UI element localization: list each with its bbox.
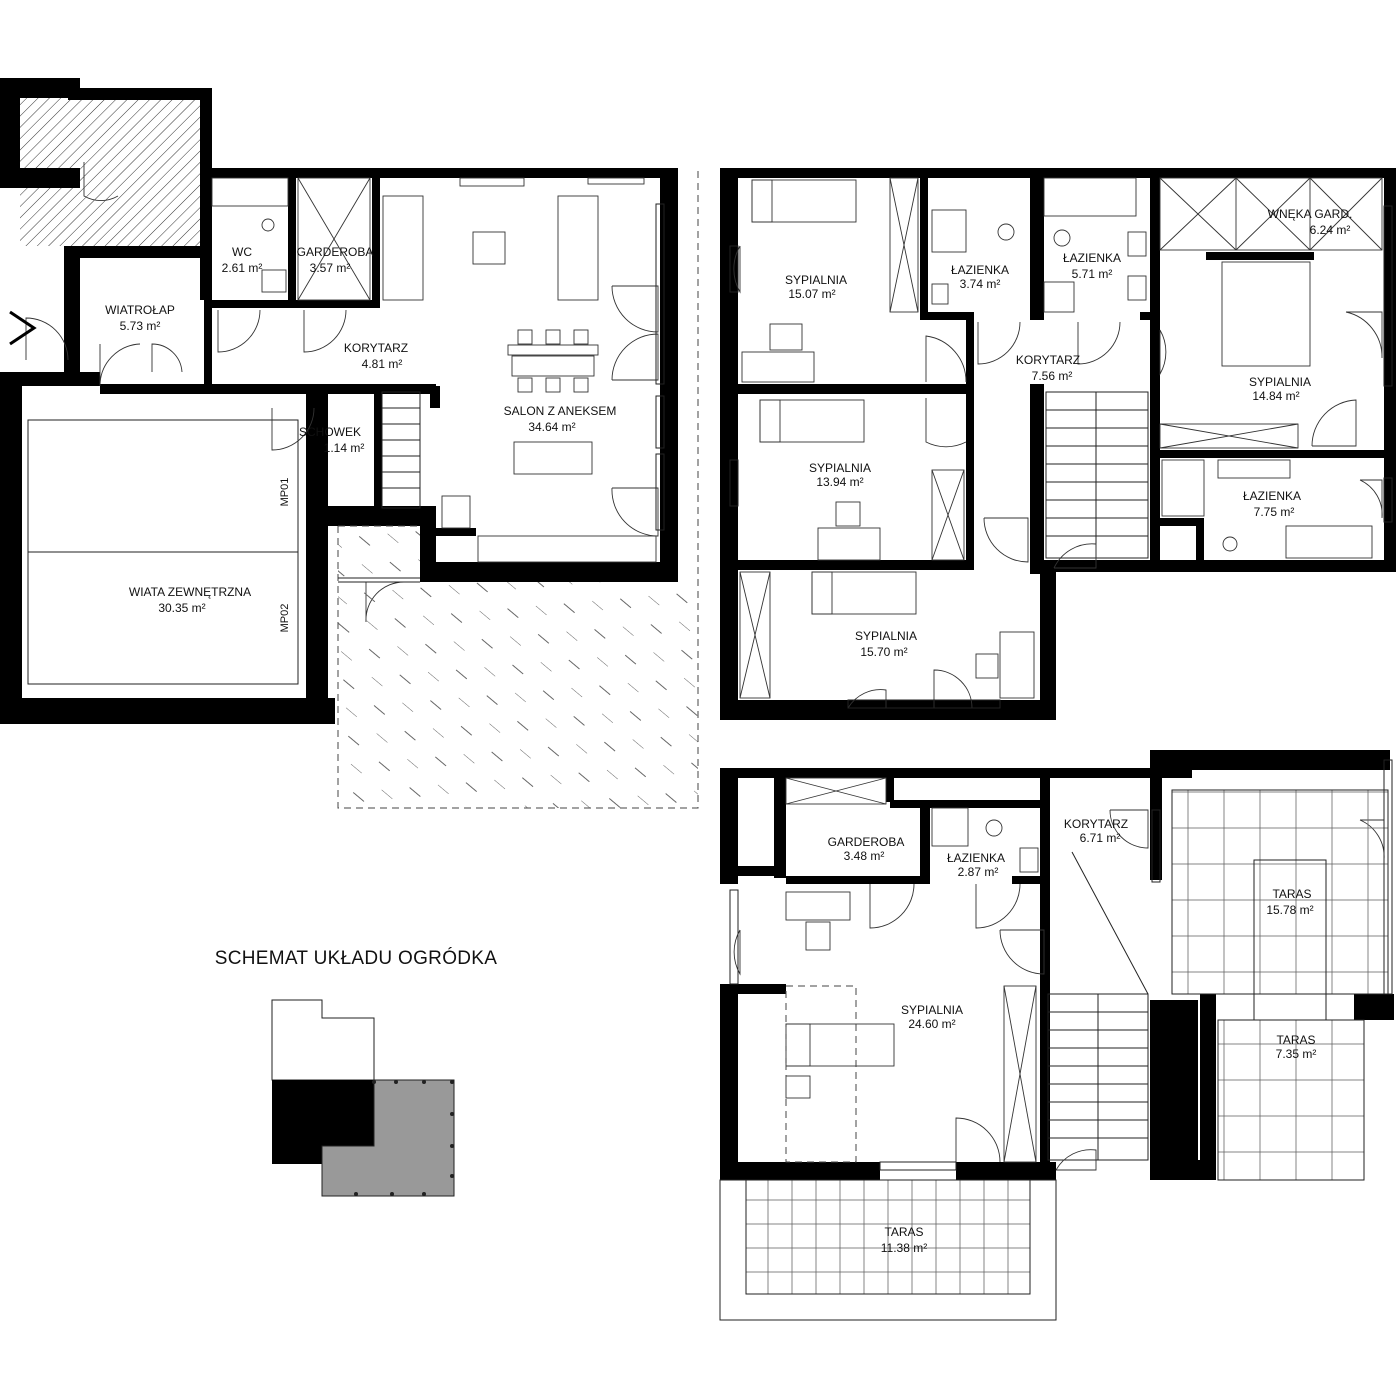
top-floor-stairs [1047,851,1149,1161]
taras-2-name: TARAS [1276,1033,1315,1047]
sypialnia-3-name: SYPIALNIA [855,629,917,643]
sypialnia-1-area: 15.07 m² [788,287,835,301]
wc-area: 2.61 m² [222,261,263,275]
wneka-name: WNĘKA GARD. [1268,207,1353,221]
schowek-area: 1.14 m² [324,441,365,455]
lazienka-2-name: ŁAZIENKA [1063,251,1121,265]
garderoba-top-area: 3.48 m² [844,849,885,863]
room-labels: WIATROŁAP 5.73 m² WC 2.61 m² GARDEROBA 3… [105,207,1352,1255]
korytarz-top-name: KORYTARZ [1064,817,1128,831]
taras-3-name: TARAS [884,1225,923,1239]
ground-stairs [381,391,421,509]
garderoba-ground-area: 3.57 m² [310,261,351,275]
salon-area: 34.64 m² [528,420,575,434]
wiata-name: WIATA ZEWNĘTRZNA [129,585,251,599]
ground-floor [0,78,699,809]
parking-mp02: MP02 [279,604,291,633]
lazienka-3-name: ŁAZIENKA [1243,489,1301,503]
sypialnia-top-name: SYPIALNIA [901,1003,963,1017]
taras-1-name: TARAS [1272,887,1311,901]
lazienka-2-area: 5.71 m² [1072,267,1113,281]
korytarz-first-name: KORYTARZ [1016,353,1080,367]
garden-area [337,168,699,809]
taras-3-area: 11.38 m² [881,1241,927,1255]
salon-name: SALON Z ANEKSEM [504,404,617,418]
korytarz-ground-name: KORYTARZ [344,341,408,355]
sypialnia-2-name: SYPIALNIA [809,461,871,475]
garden-schema [271,999,455,1197]
entrance-arrow-icon [9,310,37,346]
first-floor-furniture [739,177,1383,699]
top-floor-furniture [785,777,1039,1163]
korytarz-ground-area: 4.81 m² [362,357,403,371]
first-floor-stairs [1045,391,1149,559]
korytarz-top-area: 6.71 m² [1080,831,1121,845]
taras-1-area: 15.78 m² [1266,903,1313,917]
taras-2-area: 7.35 m² [1276,1047,1317,1061]
lazienka-1-name: ŁAZIENKA [951,263,1009,277]
parking-mp01: MP01 [279,478,291,507]
garderoba-top-name: GARDEROBA [828,835,905,849]
lazienka-3-area: 7.75 m² [1254,505,1295,519]
sypialnia-master-area: 14.84 m² [1252,389,1299,403]
terrace-right [1171,759,1393,1181]
lazienka-4-name: ŁAZIENKA [947,851,1005,865]
schowek-name: SCHOWEK [299,425,361,439]
garden-schema-title: SCHEMAT UKŁADU OGRÓDKA [215,947,498,969]
wc-name: WC [232,245,252,259]
salon-furniture [382,177,657,563]
wiatrolap-name: WIATROŁAP [105,303,175,317]
lazienka-4-area: 2.87 m² [958,865,999,879]
wneka-area: 6.24 m² [1310,223,1351,237]
wiatrolap-area: 5.73 m² [120,319,161,333]
lazienka-1-area: 3.74 m² [960,277,1001,291]
sypialnia-1-name: SYPIALNIA [785,273,847,287]
sypialnia-3-area: 15.70 m² [860,645,907,659]
sypialnia-2-area: 13.94 m² [816,475,863,489]
top-floor [719,750,1394,1321]
first-floor [655,168,1396,720]
wiata-area: 30.35 m² [158,601,205,615]
terrace-bottom [719,1179,1057,1321]
sypialnia-master-name: SYPIALNIA [1249,375,1311,389]
sypialnia-top-area: 24.60 m² [908,1017,955,1031]
garderoba-ground-name: GARDEROBA [297,245,374,259]
korytarz-first-area: 7.56 m² [1032,369,1073,383]
